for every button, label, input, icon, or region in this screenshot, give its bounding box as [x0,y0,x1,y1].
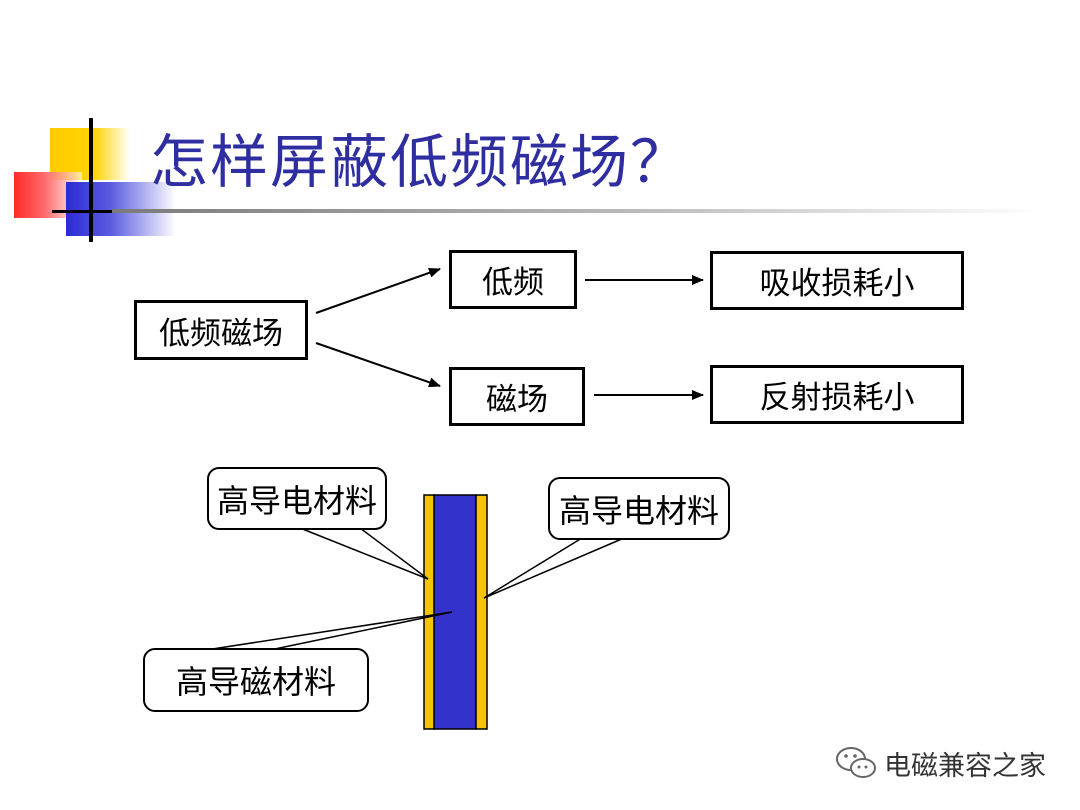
callout-core-label: 高导磁材料 [143,648,369,712]
branch-box-low-frequency: 低频 [449,250,577,309]
watermark-text: 电磁兼容之家 [884,750,1046,782]
result-box-reflection: 反射损耗小 [710,365,964,424]
callout-pointer-core [205,611,453,651]
callout-pointer-left [299,527,429,580]
branch-box-magnetic: 磁场 [449,367,585,426]
wechat-icon [836,747,876,778]
slide-title: 怎样屏蔽低频磁场？ [150,128,691,196]
watermark: 电磁兼容之家 [834,740,1046,786]
arrow-source-to-lowfreq [315,267,441,314]
decor-horizontal-line [52,210,112,213]
shield-outer-right-layer [475,494,488,730]
callout-outer-right-label: 高导电材料 [548,477,730,540]
callout-pointer-right [483,537,625,599]
decor-vertical-line [89,118,93,242]
title-underline [112,209,1042,213]
shield-core-layer [433,494,477,730]
arrow-source-to-magnetic [315,342,441,388]
source-box: 低频磁场 [134,300,308,360]
result-box-absorption: 吸收损耗小 [710,251,964,310]
callout-outer-left-label: 高导电材料 [207,467,387,530]
